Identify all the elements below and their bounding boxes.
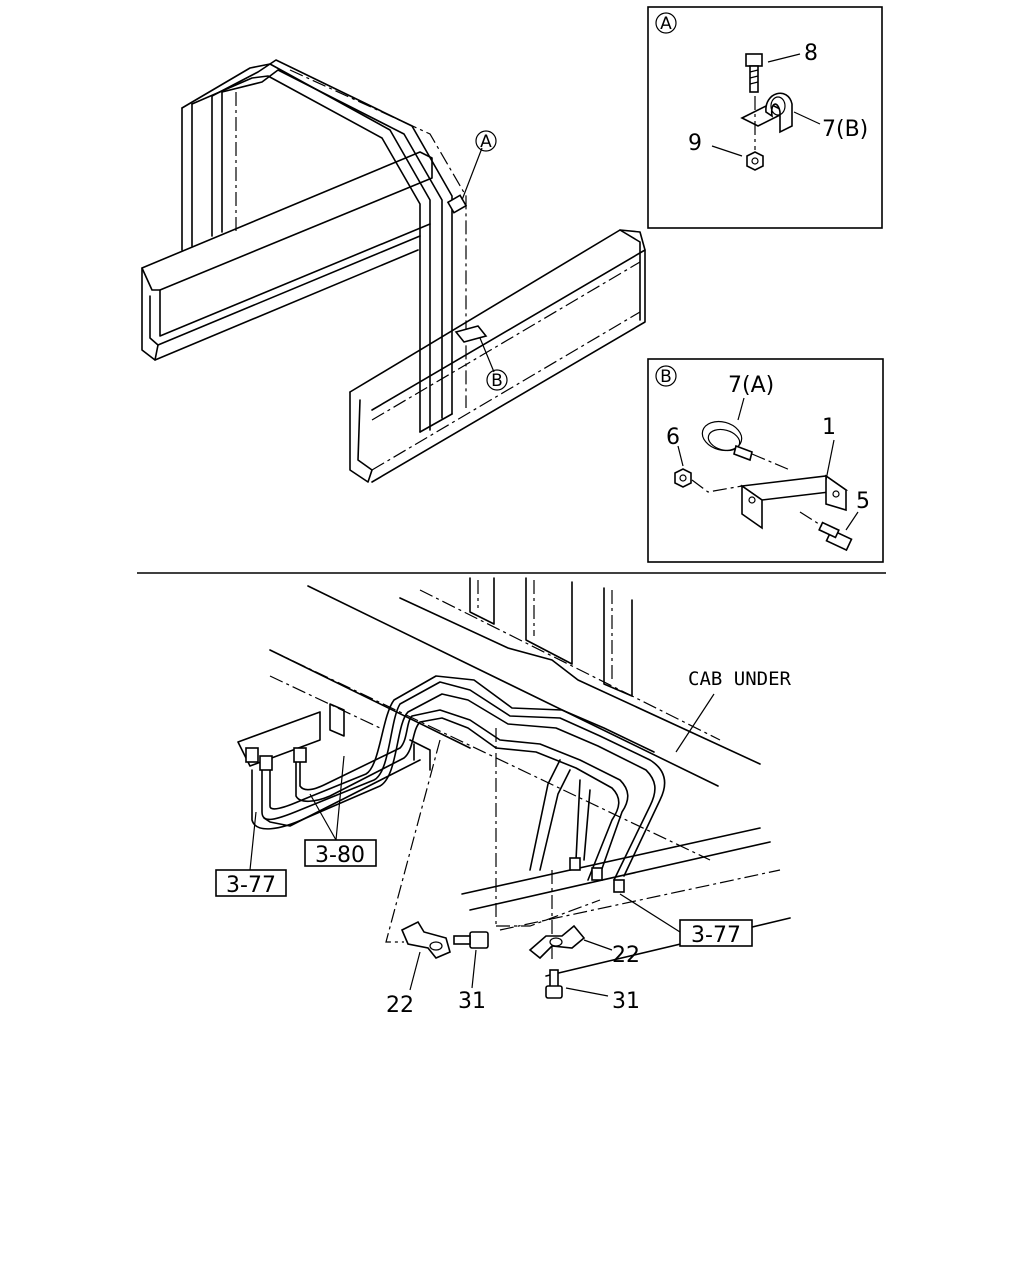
- clip-icon: [528, 924, 586, 960]
- callout-b-label: B: [491, 371, 503, 391]
- frame-assembly-view: A B: [141, 59, 646, 483]
- part-6-label: 6: [666, 425, 680, 450]
- callout-a-label: A: [480, 132, 492, 152]
- detail-a-tag: A: [660, 14, 672, 34]
- part-7b-label: 7(B): [822, 117, 868, 142]
- pipe-fitting-icon: [569, 857, 625, 893]
- part-7a-label: 7(A): [728, 373, 774, 398]
- part-5-label: 5: [856, 489, 870, 514]
- ref-3-77-left-label: 3-77: [226, 873, 276, 898]
- bolt-icon: [818, 521, 853, 552]
- part-22-left-label: 22: [386, 993, 414, 1018]
- detail-a-panel: A 8 7(B) 9: [647, 6, 883, 229]
- detail-b-panel: B 7(A) 1 6: [647, 358, 884, 563]
- callout-b-circle: [486, 369, 508, 391]
- ref-3-77-right-label: 3-77: [691, 923, 741, 948]
- bolt-icon: [545, 969, 563, 999]
- nut-icon: [746, 151, 764, 171]
- part-9-label: 9: [688, 131, 702, 156]
- bolt-icon: [745, 53, 763, 93]
- clamp-icon: [740, 92, 793, 134]
- pipe-fitting-icon: [245, 747, 307, 771]
- bracket-icon: [739, 474, 849, 530]
- bolt-icon: [453, 931, 489, 949]
- part-8-label: 8: [804, 41, 818, 66]
- part-31-right-label: 31: [612, 989, 640, 1014]
- part-31-left-label: 31: [458, 989, 486, 1014]
- nut-icon: [674, 468, 692, 488]
- cab-under-view: CAB UNDER 3-80 3-77 3-77 22: [215, 577, 792, 1018]
- ref-3-80-label: 3-80: [315, 843, 365, 868]
- band-clamp-icon: [701, 420, 753, 462]
- part-22-right-label: 22: [612, 943, 640, 968]
- detail-b-tag: B: [660, 367, 672, 387]
- cab-under-label: CAB UNDER: [688, 668, 792, 690]
- callout-a-circle: [475, 130, 497, 152]
- clip-icon: [400, 920, 451, 959]
- part-1-label: 1: [822, 415, 836, 440]
